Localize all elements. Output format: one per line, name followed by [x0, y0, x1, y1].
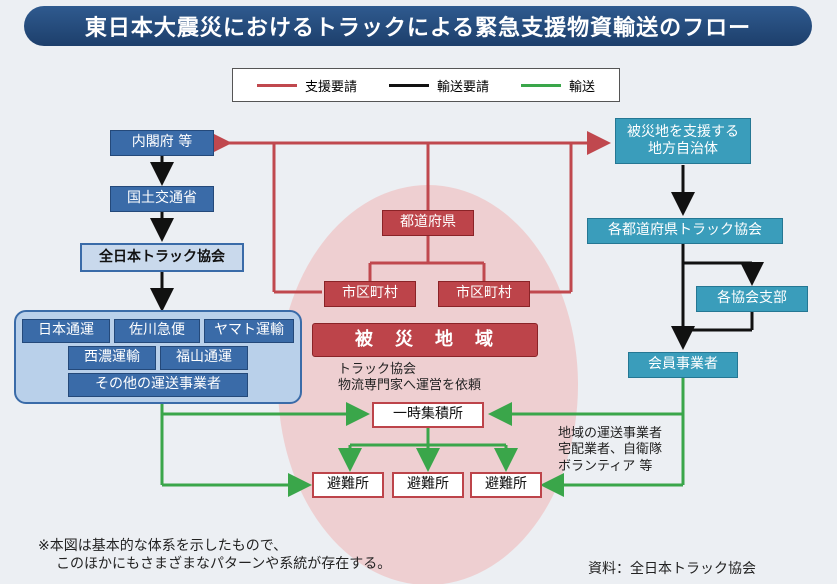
legend: 支援要請 輸送要請 輸送	[232, 68, 620, 102]
legend-label: 輸送要請	[436, 79, 489, 95]
municipality-box: 市区町村	[324, 281, 416, 307]
regional-note-line: 宅配業者、自衛隊	[558, 442, 663, 458]
collection-point-box: 一時集積所	[372, 402, 484, 428]
support-gov-label: 被災地を支援する	[627, 123, 739, 140]
regional-carriers-note: 地域の運送事業者 宅配業者、自衛隊 ボランティア 等	[558, 426, 662, 475]
legend-item-support-request: 支援要請	[256, 76, 357, 95]
legend-line-red	[256, 83, 297, 87]
carrier-box: その他の運送事業者	[68, 373, 248, 397]
legend-item-transport: 輸送	[520, 76, 595, 95]
source-note: 資料：全日本トラック協会	[588, 561, 756, 577]
mlit-label: 国土交通省	[127, 190, 197, 207]
shelter-box: 避難所	[470, 472, 542, 498]
carrier-label: 日本通運	[38, 322, 94, 339]
footnote: ※本図は基本的な体系を示したもので、 このほかにもさまざまなパターンや系統が存在…	[38, 538, 391, 573]
collection-note-line: トラック協会	[338, 362, 417, 377]
regional-note-line: 地域の運送事業者	[558, 426, 663, 441]
footnote-line: ※本図は基本的な体系を示したもので、	[38, 538, 288, 554]
shelter-box: 避難所	[392, 472, 464, 498]
members-box: 会員事業者	[628, 352, 738, 378]
disaster-area-label-box: 被 災 地 域	[312, 323, 538, 357]
carrier-box: 佐川急便	[114, 319, 200, 343]
municipality-label: 市区町村	[342, 285, 398, 302]
jta-label: 全日本トラック協会	[99, 248, 225, 265]
carrier-label: ヤマト運輸	[214, 322, 284, 339]
disaster-area-label: 被 災 地 域	[355, 328, 495, 350]
support-gov-label: 地方自治体	[648, 141, 718, 157]
carrier-label: 佐川急便	[129, 322, 185, 339]
support-gov-box: 被災地を支援する 地方自治体	[615, 118, 751, 164]
collection-note: トラック協会 物流専門家へ運営を依頼	[338, 362, 481, 395]
carrier-box: 福山通運	[160, 346, 248, 370]
carrier-label: その他の運送事業者	[95, 376, 221, 393]
municipality-box: 市区町村	[438, 281, 530, 307]
pref-truck-assoc-label: 各都道府県トラック協会	[608, 222, 762, 239]
footnote-line: このほかにもさまざまなパターンや系統が存在する。	[56, 555, 392, 572]
legend-label: 輸送	[568, 79, 595, 95]
municipality-label: 市区町村	[456, 285, 512, 302]
cabinet-office-label: 内閣府 等	[131, 134, 193, 151]
branch-label: 各協会支部	[717, 290, 787, 307]
legend-line-black	[388, 83, 429, 87]
shelter-label: 避難所	[485, 476, 527, 493]
carrier-label: 西濃運輸	[84, 349, 140, 366]
cabinet-office-box: 内閣府 等	[110, 130, 214, 156]
collection-point-label: 一時集積所	[393, 406, 463, 423]
shelter-label: 避難所	[327, 476, 369, 493]
shelter-label: 避難所	[407, 476, 449, 493]
carrier-box: 西濃運輸	[68, 346, 156, 370]
members-label: 会員事業者	[648, 356, 718, 373]
jta-box: 全日本トラック協会	[80, 243, 244, 272]
pref-truck-assoc-box: 各都道府県トラック協会	[587, 218, 783, 244]
legend-item-transport-request: 輸送要請	[388, 76, 489, 95]
collection-note-line: 物流専門家へ運営を依頼	[338, 378, 482, 394]
prefecture-box: 都道府県	[382, 210, 474, 236]
legend-label: 支援要請	[304, 79, 357, 95]
diagram-title: 東日本大震災におけるトラックによる緊急支援物資輸送のフロー	[24, 6, 812, 46]
carrier-box: 日本通運	[22, 319, 110, 343]
regional-note-line: ボランティア 等	[558, 458, 653, 474]
prefecture-label: 都道府県	[400, 214, 456, 231]
carrier-box: ヤマト運輸	[204, 319, 294, 343]
shelter-box: 避難所	[312, 472, 384, 498]
carrier-label: 福山通運	[176, 349, 232, 366]
mlit-box: 国土交通省	[110, 186, 214, 212]
branch-box: 各協会支部	[696, 286, 808, 312]
legend-line-green	[520, 83, 561, 87]
